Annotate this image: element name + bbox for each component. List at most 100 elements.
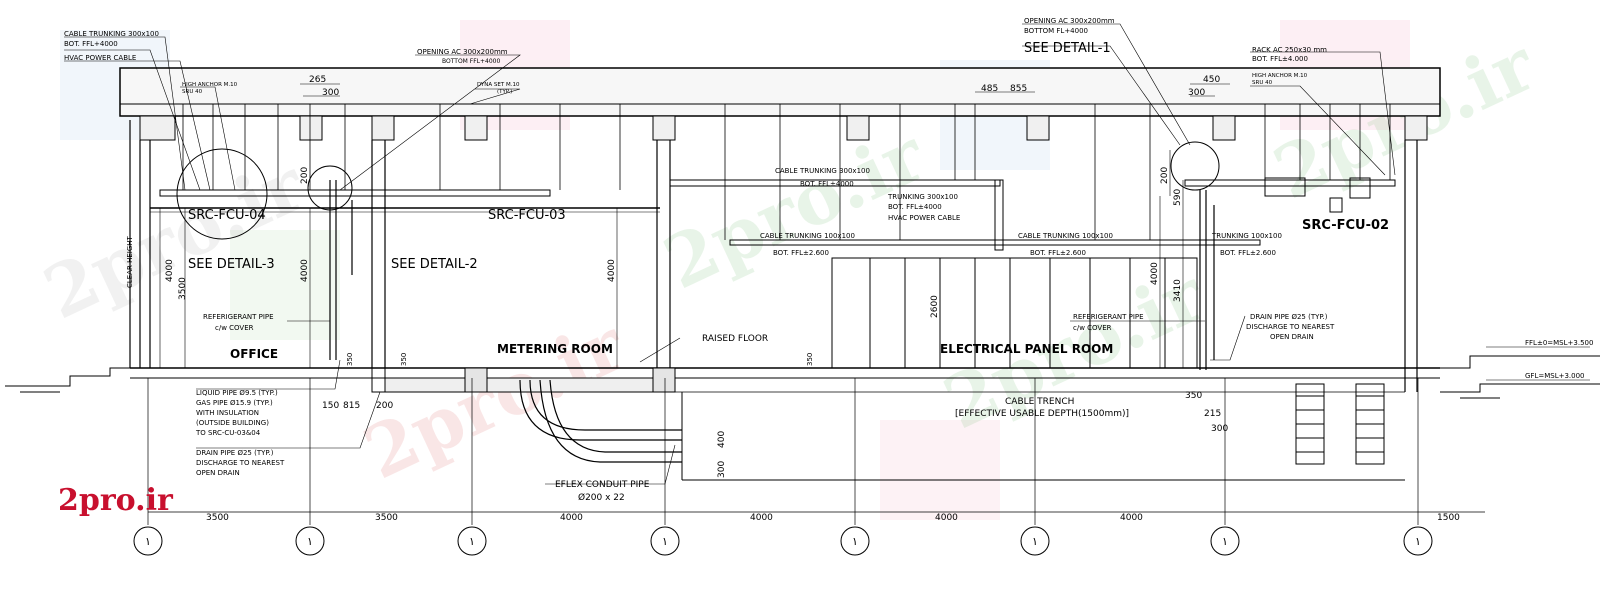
cable-ladders bbox=[1295, 383, 1385, 465]
note-cable-trunking-100b-1: CABLE TRUNKING 100x100 bbox=[1018, 232, 1113, 240]
note-eflex-2: Ø200 x 22 bbox=[578, 492, 625, 503]
note-ffl: FFL±0=MSL+3.500 bbox=[1525, 339, 1593, 347]
span-7: 1500 bbox=[1437, 513, 1460, 523]
note-opening-ac-c-2: BOTTOM FFL+4000 bbox=[442, 58, 500, 65]
brand-logo: 2pro.ir bbox=[58, 483, 174, 518]
note-drain-l-1: DRAIN PIPE Ø25 (TYP.) bbox=[196, 449, 274, 457]
grid-lines bbox=[147, 378, 1485, 525]
note-drain-l-3: OPEN DRAIN bbox=[196, 469, 240, 477]
eflex-conduits bbox=[519, 379, 682, 463]
dim-b215: 215 bbox=[1204, 409, 1221, 419]
grid-bubble-label: ١ bbox=[1222, 535, 1228, 548]
dim-b300: 300 bbox=[1211, 424, 1228, 434]
note-clear-height: CLEAR HEIGHT bbox=[126, 235, 134, 288]
note-gfl: GFL=MSL+3.000 bbox=[1525, 372, 1585, 380]
note-opening-ac-r-1: OPENING AC 300x200mm bbox=[1024, 17, 1115, 25]
note-high-anchor-l-2: SRU 40 bbox=[182, 89, 203, 95]
grid-bubble-label: ١ bbox=[307, 535, 313, 548]
note-refrig-r-1: REFERIGERANT PIPE bbox=[1073, 313, 1144, 321]
dim-b350: 350 bbox=[1185, 391, 1202, 401]
dim-450: 450 bbox=[1203, 75, 1220, 85]
dim-485: 485 bbox=[981, 84, 998, 94]
grid-bubble-label: ١ bbox=[1415, 535, 1421, 548]
note-drain-r-1: DRAIN PIPE Ø25 (TYP.) bbox=[1250, 313, 1328, 321]
dim-h3410: 3410 bbox=[1173, 279, 1183, 302]
dim-b815: 815 bbox=[343, 401, 360, 411]
note-liquid-5: TO SRC-CU-03&04 bbox=[195, 429, 261, 437]
room-label-electrical: ELECTRICAL PANEL ROOM bbox=[940, 342, 1113, 356]
note-high-anchor-r-1: HIGH ANCHOR M.10 bbox=[1252, 73, 1308, 79]
dim-v400: 400 bbox=[717, 431, 727, 448]
note-trunking-100r-1: TRUNKING 100x100 bbox=[1211, 232, 1282, 240]
trunking-runs bbox=[150, 177, 1396, 251]
room-label-metering: METERING ROOM bbox=[497, 342, 613, 356]
note-raised-floor: RAISED FLOOR bbox=[702, 334, 768, 344]
detail-label-1: SEE DETAIL-1 bbox=[1024, 41, 1111, 56]
note-dyna-set-1: DYNA SET M.10 bbox=[477, 82, 520, 88]
note-trench-1: CABLE TRENCH bbox=[1005, 397, 1074, 407]
dim-265: 265 bbox=[309, 75, 326, 85]
span-1: 3500 bbox=[206, 513, 229, 523]
note-trunking-100r-2: BOT. FFL±2.600 bbox=[1220, 249, 1276, 257]
dim-b150: 150 bbox=[322, 401, 339, 411]
note-refrig-l-1: REFERIGERANT PIPE bbox=[203, 313, 274, 321]
watermark-text-3: 2pro.ir bbox=[351, 301, 638, 495]
dim-h4000a: 4000 bbox=[165, 259, 175, 282]
note-rack-ac-1: RACK AC 250x30 mm bbox=[1252, 46, 1327, 54]
note-cable-trunking-100a-1: CABLE TRUNKING 100x100 bbox=[760, 232, 855, 240]
note-liquid-1: LIQUID PIPE Ø9.5 (TYP.) bbox=[196, 389, 278, 397]
grid-bubble-label: ١ bbox=[1032, 535, 1038, 548]
detail-bubbles bbox=[176, 141, 1220, 240]
note-cable-trunking-tl-2: BOT. FFL+4000 bbox=[64, 40, 118, 48]
dim-h3500: 3500 bbox=[178, 277, 188, 300]
note-high-anchor-r-2: SRU 40 bbox=[1252, 80, 1273, 86]
note-cable-trunking-100a-2: BOT. FFL±2.600 bbox=[773, 249, 829, 257]
dim-h4000b: 4000 bbox=[300, 259, 310, 282]
span-5: 4000 bbox=[935, 513, 958, 523]
grid-span-labels: 3500 3500 4000 4000 4000 4000 1500 bbox=[206, 513, 1460, 523]
dim-h350b: 350 bbox=[400, 353, 408, 366]
dim-h350a: 350 bbox=[346, 353, 354, 366]
grid-bubble-labels: ١ ١ ١ ١ ١ ١ ١ ١ bbox=[145, 535, 1421, 548]
grid-bubble-label: ١ bbox=[852, 535, 858, 548]
grid-bubble-label: ١ bbox=[145, 535, 151, 548]
grid-bubble-label: ١ bbox=[469, 535, 475, 548]
note-trunking-300-2: BOT. FFL±4000 bbox=[888, 203, 942, 211]
grid-bubble-label: ١ bbox=[662, 535, 668, 548]
note-refrig-l-2: c/w COVER bbox=[215, 324, 254, 332]
walls bbox=[129, 120, 1418, 392]
unit-label-fcu02: SRC-FCU-02 bbox=[1302, 218, 1389, 233]
refrigerant-pipes bbox=[329, 180, 1215, 370]
note-rack-ac-2: BOT. FFL±4.000 bbox=[1252, 55, 1308, 63]
note-drain-l-2: DISCHARGE TO NEAREST bbox=[196, 459, 285, 467]
dim-h200a: 200 bbox=[1160, 167, 1170, 184]
note-trench-2: [EFFECTIVE USABLE DEPTH(1500mm)] bbox=[955, 409, 1129, 419]
span-3: 4000 bbox=[560, 513, 583, 523]
vertical-dimension-lines bbox=[159, 150, 1184, 368]
detail-label-3: SEE DETAIL-3 bbox=[188, 257, 275, 272]
dim-h4000d: 4000 bbox=[1150, 262, 1160, 285]
floor-slab bbox=[130, 367, 1440, 481]
note-opening-ac-r-2: BOTTOM FL+4000 bbox=[1024, 27, 1088, 35]
note-high-anchor-l-1: HIGH ANCHOR M.10 bbox=[182, 82, 238, 88]
span-4: 4000 bbox=[750, 513, 773, 523]
leader-lines bbox=[64, 23, 1590, 485]
conduit-drops bbox=[182, 104, 1391, 240]
unit-label-fcu03: SRC-FCU-03 bbox=[488, 208, 566, 223]
span-2: 3500 bbox=[375, 513, 398, 523]
dim-855: 855 bbox=[1010, 84, 1027, 94]
dimension-labels: 265 300 485 855 450 300 4000 3500 4000 4… bbox=[165, 75, 1228, 478]
note-cable-trunking-c-2: BOT. FFL±4000 bbox=[800, 180, 854, 188]
dim-h200b: 200 bbox=[300, 167, 310, 184]
dim-300a: 300 bbox=[322, 88, 339, 98]
grid-bubbles bbox=[133, 526, 1433, 556]
note-dyna-set-2: (TYP.) bbox=[497, 89, 512, 95]
note-liquid-4: (OUTSIDE BUILDING) bbox=[196, 419, 269, 427]
detail-label-2: SEE DETAIL-2 bbox=[391, 257, 478, 272]
note-trunking-300-1: TRUNKING 300x100 bbox=[887, 193, 958, 201]
dim-v300: 300 bbox=[717, 461, 727, 478]
note-refrig-r-2: c/w COVER bbox=[1073, 324, 1112, 332]
note-eflex-1: EFLEX CONDUIT PIPE bbox=[555, 480, 650, 490]
